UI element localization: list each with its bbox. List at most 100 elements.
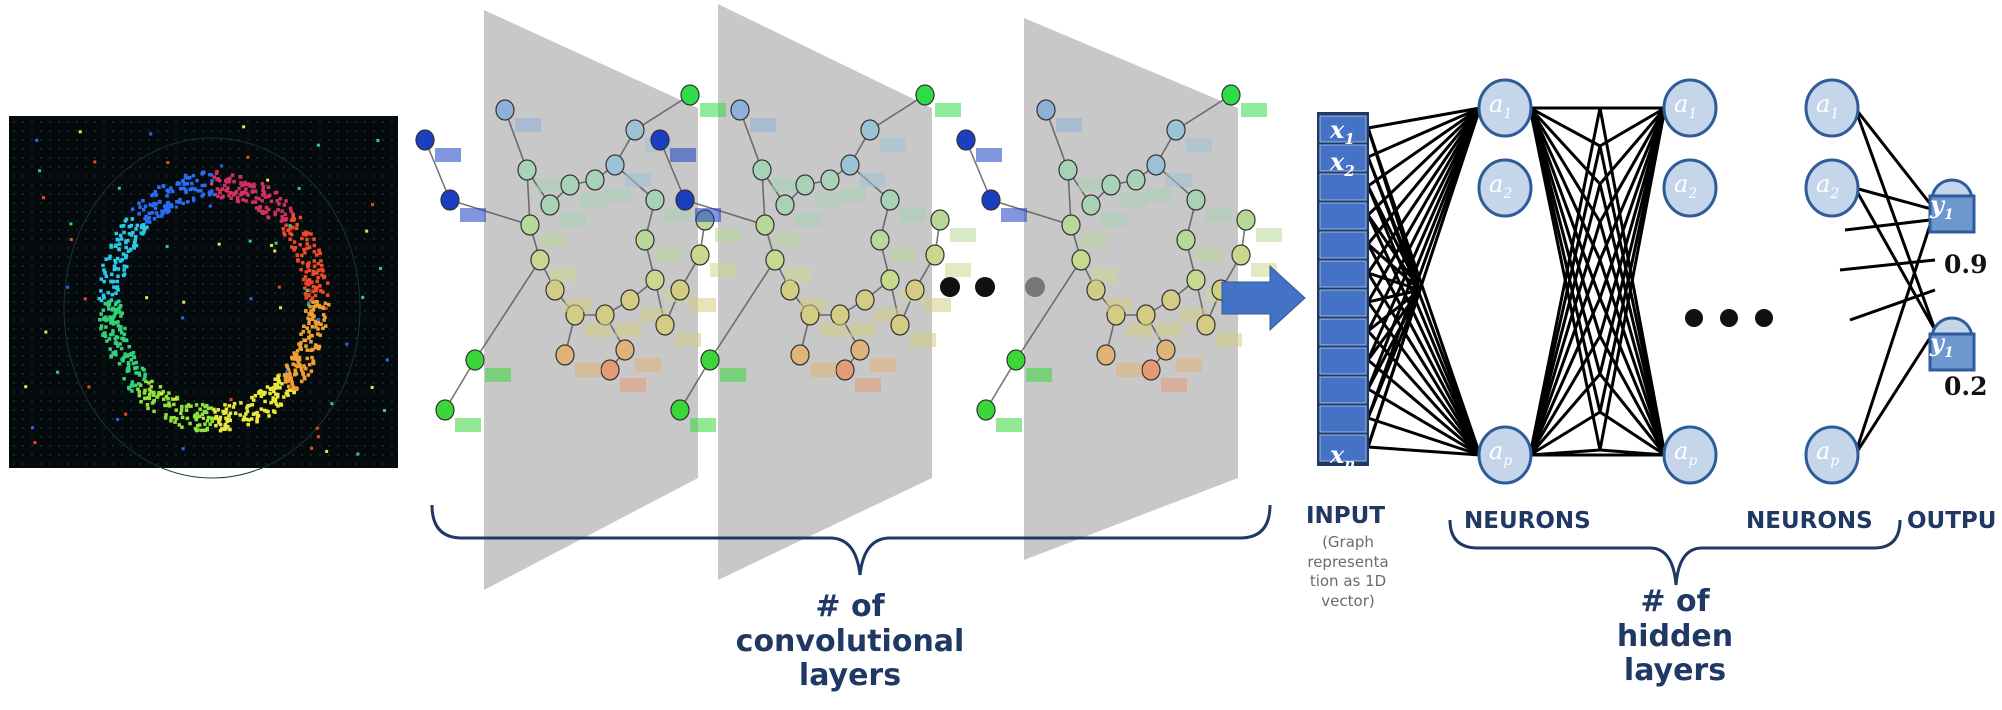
input-cell — [1319, 231, 1367, 259]
connection-line — [1839, 258, 1936, 272]
input-cell — [1319, 434, 1367, 462]
connection-line — [1598, 107, 1667, 299]
connection-line — [1528, 183, 1602, 456]
output-2-symbol: y1 — [1930, 328, 1954, 361]
connection-line — [1366, 185, 1422, 291]
conv-panel-2 — [718, 4, 932, 580]
input-cell — [1319, 260, 1367, 288]
neuron — [1804, 158, 1860, 218]
connection-line — [1366, 289, 1422, 448]
connection-line — [1853, 107, 1937, 331]
graph-1 — [415, 84, 741, 432]
neuron — [1477, 158, 1533, 218]
output-box-2 — [1928, 332, 1976, 372]
connection-line — [1528, 107, 1602, 337]
connection-line — [1853, 209, 1937, 456]
connection-line — [1366, 107, 1482, 274]
output-2-value: 0.2 — [1944, 372, 1988, 401]
connection-line — [1366, 107, 1482, 332]
connection-line — [1598, 107, 1667, 185]
connection-line — [1598, 259, 1667, 456]
input-cell — [1319, 173, 1367, 201]
neuron — [1804, 425, 1860, 485]
neuron — [1662, 78, 1718, 138]
connection-line — [1367, 416, 1481, 457]
connection-line — [1854, 186, 1936, 212]
input-x2-label: x2 — [1330, 147, 1355, 180]
input-cell — [1319, 376, 1367, 404]
connection-line — [1366, 214, 1422, 291]
neuron-label: ap — [1816, 437, 1840, 469]
neuron — [1662, 158, 1718, 218]
input-cell — [1319, 144, 1367, 172]
connection-line — [1598, 107, 1667, 451]
hidden-ellipsis — [1685, 309, 1773, 327]
conv-panel-3 — [1024, 18, 1238, 560]
connection-line — [1366, 106, 1482, 217]
connection-line — [1367, 106, 1481, 130]
input-vector — [1317, 112, 1369, 466]
neurons-label-2: NEURONS — [1746, 508, 1873, 534]
connection-line — [1528, 335, 1602, 456]
output-1-value: 0.9 — [1944, 250, 1988, 279]
input-cell — [1319, 405, 1367, 433]
connection-line — [1528, 297, 1602, 456]
connection-line — [1367, 106, 1481, 188]
neuron-label: a1 — [1489, 90, 1513, 122]
connection-line — [1853, 187, 1937, 331]
flow-arrow — [1221, 264, 1306, 332]
hidden-neurons — [1477, 78, 1860, 485]
hidden-layers-caption: # of hidden layers — [1616, 584, 1734, 688]
connection-line — [1367, 288, 1421, 304]
neuron-label: a1 — [1674, 90, 1698, 122]
graph-3 — [956, 84, 1282, 432]
detector-image — [9, 116, 398, 479]
graph-2 — [650, 84, 976, 432]
connection-line — [1366, 185, 1482, 456]
output-nodes — [1928, 178, 1976, 372]
connection-line — [1853, 107, 1937, 211]
connection-line — [1853, 329, 1937, 456]
connection-line — [1598, 107, 1667, 337]
input-sublabel: (Graph representa tion as 1D vector) — [1307, 533, 1389, 610]
connection-line — [1366, 289, 1422, 419]
connection-line — [1366, 107, 1482, 390]
input-cell — [1319, 347, 1367, 375]
input-x1-label: x1 — [1330, 115, 1355, 148]
neurons-label-1: NEURONS — [1464, 508, 1591, 534]
neuron-label: a2 — [1489, 170, 1513, 202]
connection-line — [1528, 221, 1602, 456]
connection-line — [1367, 387, 1481, 457]
connection-lines — [1366, 106, 1937, 457]
conv-layers-brace — [430, 504, 1272, 576]
input-cell — [1319, 318, 1367, 346]
output-label: OUTPU — [1907, 508, 1997, 534]
connection-line — [1366, 301, 1482, 456]
connection-line — [1598, 221, 1667, 456]
connection-line — [1367, 106, 1481, 159]
input-cell — [1319, 202, 1367, 230]
connection-line — [1599, 410, 1666, 457]
connection-line — [1366, 289, 1422, 390]
neuron-label: a2 — [1816, 170, 1840, 202]
neuron-label: ap — [1674, 437, 1698, 469]
connection-line — [1528, 145, 1602, 456]
connection-line — [1849, 288, 1936, 322]
connection-line — [1529, 106, 1601, 148]
graph-networks — [415, 84, 1282, 432]
connection-line — [1366, 127, 1422, 291]
neuron — [1477, 78, 1533, 138]
input-xn-label: xn — [1330, 440, 1356, 473]
connection-line — [1598, 107, 1667, 261]
output-1-symbol: y1 — [1930, 190, 1954, 223]
neuron — [1477, 425, 1533, 485]
neuron-label: a2 — [1674, 170, 1698, 202]
connection-line — [1367, 445, 1481, 457]
connection-line — [1366, 289, 1422, 361]
connection-line — [1528, 107, 1602, 299]
output-box-1 — [1928, 194, 1976, 234]
connection-line — [1367, 288, 1421, 333]
connection-line — [1367, 242, 1421, 292]
input-label: INPUT — [1306, 503, 1386, 529]
